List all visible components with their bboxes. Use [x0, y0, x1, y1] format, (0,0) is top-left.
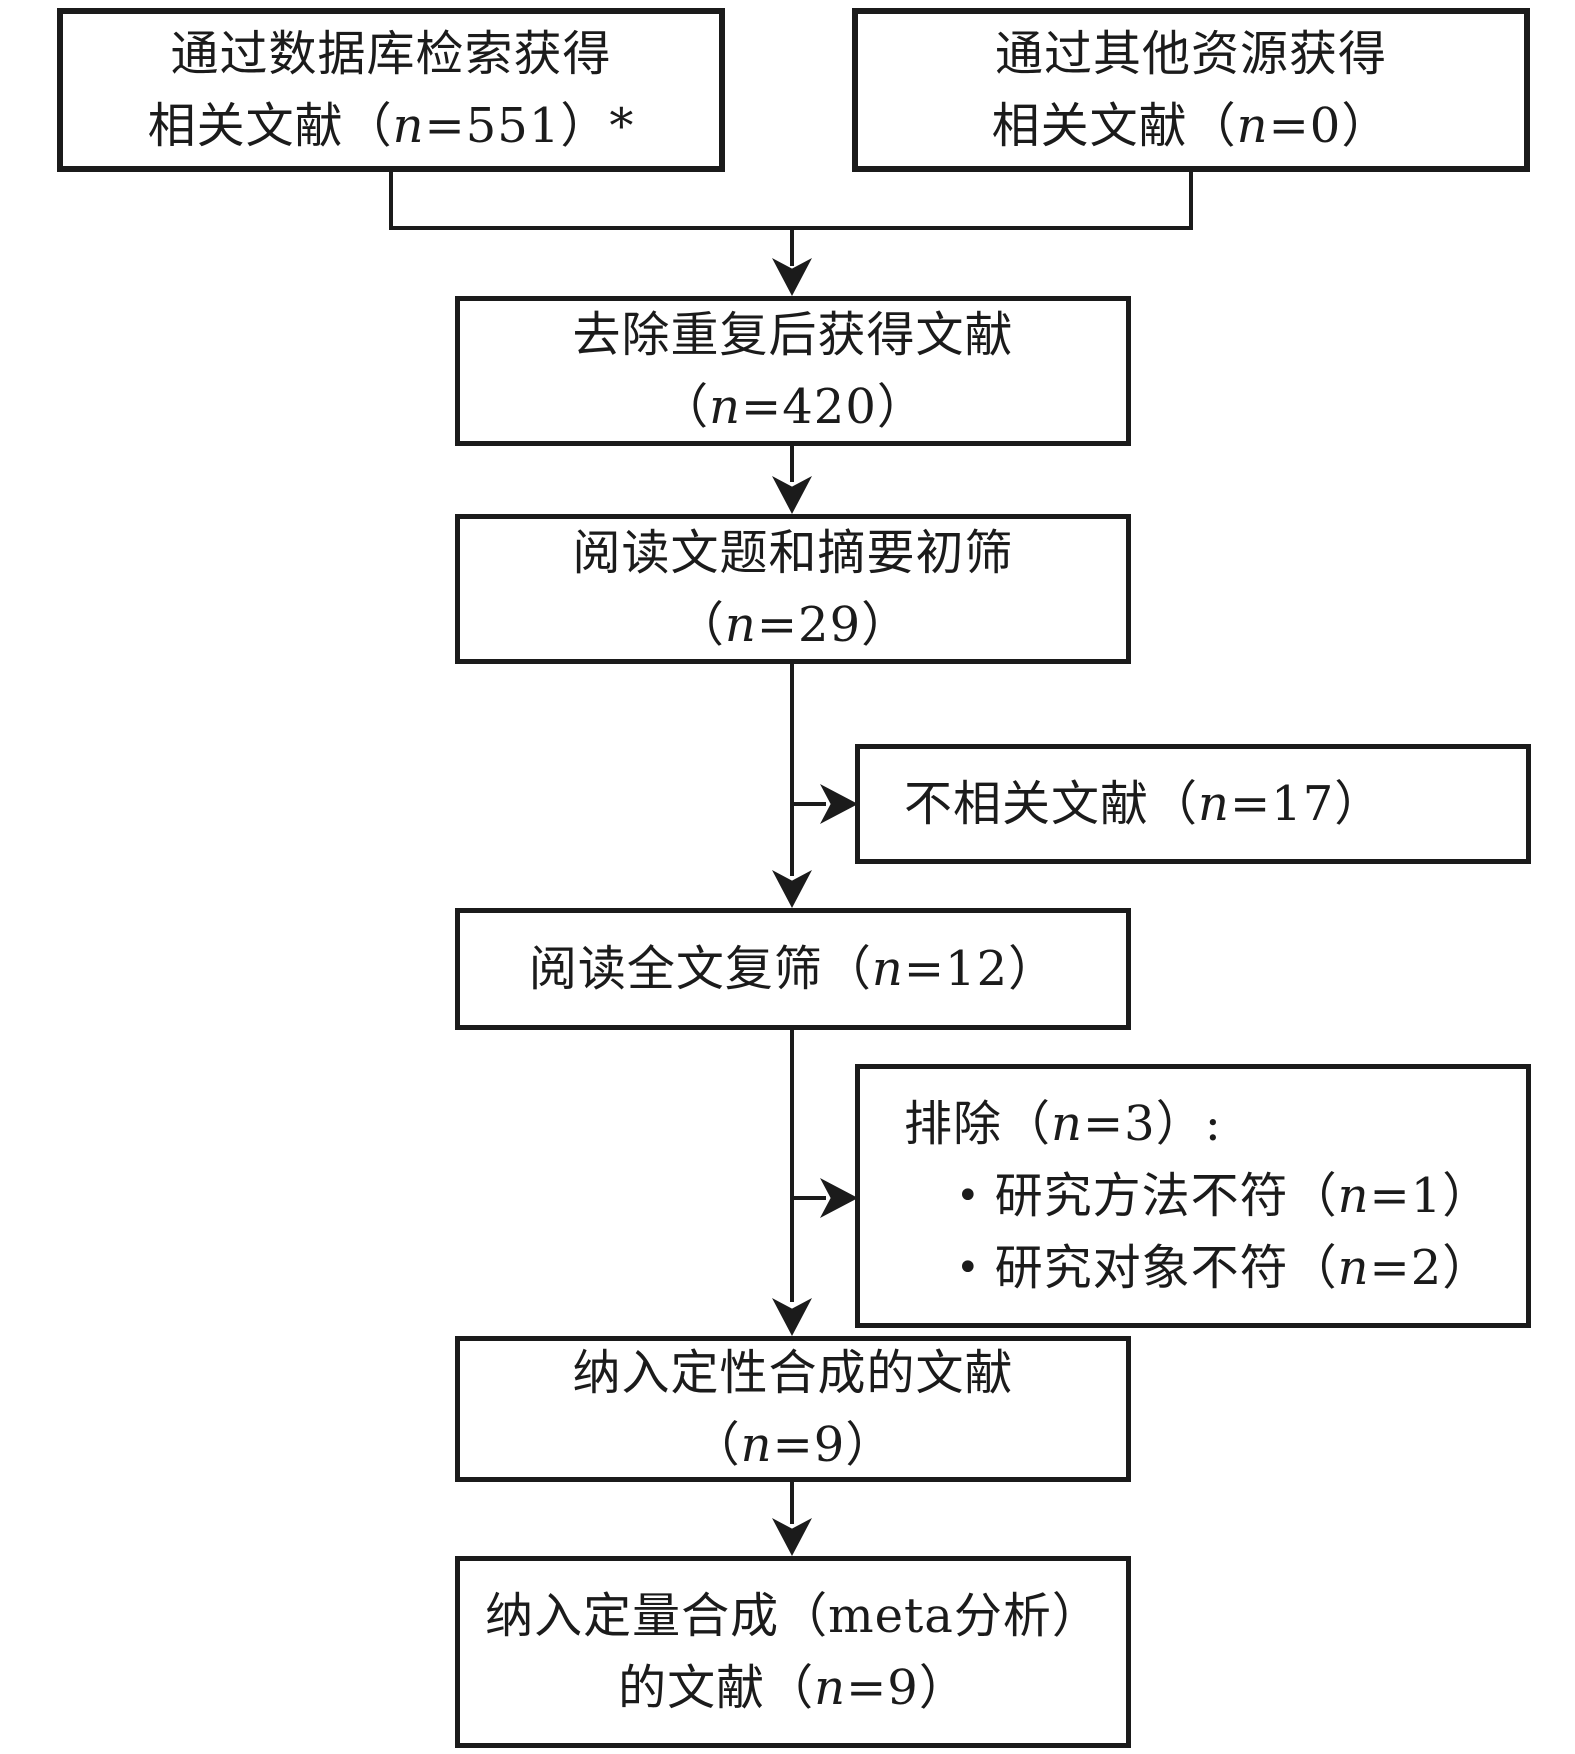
connector-branch-excluded	[792, 1196, 826, 1200]
box-text-line: 通过其他资源获得	[994, 26, 1387, 82]
bullet-text: 研究方法不符（n=1）	[994, 1168, 1492, 1224]
box-text-line: 相关文献（n=551）*	[147, 98, 635, 154]
flow-box-quantitative-synthesis: 纳入定量合成（meta分析） 的文献（n=9）	[455, 1556, 1131, 1748]
flow-box-title-abstract-screen: 阅读文题和摘要初筛 （n=29）	[455, 514, 1131, 664]
bullet-text: 研究对象不符（n=2）	[994, 1240, 1492, 1296]
box-text-line: 去除重复后获得文献	[572, 307, 1014, 363]
excluded-bullet-item: • 研究方法不符（n=1）	[860, 1160, 1491, 1232]
connector-branch-irrelevant	[792, 802, 826, 806]
bullet-icon: •	[956, 1245, 981, 1291]
box-text-line: （n=9）	[691, 1417, 895, 1473]
connector-stub-left	[389, 172, 393, 230]
flow-box-irrelevant: 不相关文献（n=17）	[855, 744, 1531, 864]
connector-stub-right	[1189, 172, 1193, 230]
flow-box-other-sources: 通过其他资源获得 相关文献（n=0）	[852, 8, 1530, 172]
flow-box-database-search: 通过数据库检索获得 相关文献（n=551）*	[57, 8, 725, 172]
connector-screen-to-fulltext	[790, 664, 794, 876]
box-text-line: 阅读全文复筛（n=12）	[528, 941, 1058, 997]
connector-dedup-to-screen	[790, 446, 794, 482]
flow-box-qualitative-synthesis: 纳入定性合成的文献 （n=9）	[455, 1336, 1131, 1482]
box-text-line: 的文献（n=9）	[618, 1660, 968, 1716]
excluded-heading: 排除（n=3）:	[904, 1096, 1222, 1152]
box-text-line: 相关文献（n=0）	[991, 98, 1391, 154]
connector-fulltext-to-qualitative	[790, 1030, 794, 1302]
flow-box-dedup: 去除重复后获得文献 （n=420）	[455, 296, 1131, 446]
flow-box-fulltext-screen: 阅读全文复筛（n=12）	[455, 908, 1131, 1030]
connector-merge-to-dedup	[790, 226, 794, 266]
bullet-icon: •	[956, 1173, 981, 1219]
box-text-line: 纳入定量合成（meta分析）	[485, 1588, 1101, 1644]
box-text-line: 通过数据库检索获得	[170, 26, 612, 82]
box-text-line: 不相关文献（n=17）	[904, 776, 1384, 832]
excluded-bullet-item: • 研究对象不符（n=2）	[860, 1232, 1491, 1304]
arrow-down-icon	[772, 1298, 812, 1336]
box-text-line: （n=29）	[675, 597, 911, 653]
connector-qualitative-to-quantitative	[790, 1482, 794, 1524]
box-text-line: 纳入定性合成的文献	[572, 1345, 1014, 1401]
box-text-line: 阅读文题和摘要初筛	[572, 525, 1014, 581]
flow-box-excluded: 排除（n=3）: • 研究方法不符（n=1） • 研究对象不符（n=2）	[855, 1064, 1531, 1328]
box-text-line: （n=420）	[660, 379, 926, 435]
